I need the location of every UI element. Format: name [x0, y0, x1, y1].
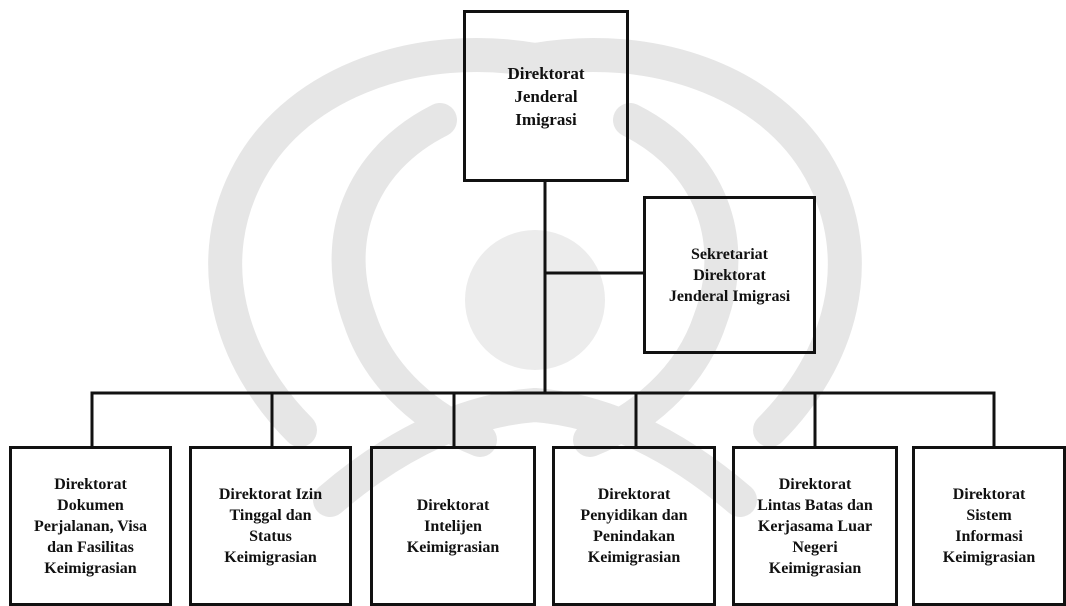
- node-line: Direktorat: [416, 496, 490, 514]
- node-line: Status: [249, 528, 292, 545]
- node-izin-tinggal: Direktorat Izin Tinggal dan Status Keimi…: [189, 446, 352, 606]
- node-line: Direktorat: [507, 63, 585, 83]
- node-line: Dokumen: [57, 496, 124, 514]
- node-line: Keimigrasian: [768, 559, 862, 577]
- node-line: Keimigrasian: [942, 549, 1036, 566]
- node-dokumen-perjalanan: Direktorat Dokumen Perjalanan, Visa dan …: [9, 446, 172, 606]
- node-line: Direktorat: [693, 266, 766, 284]
- node-sekretariat: Sekretariat Direktorat Jenderal Imigrasi: [643, 196, 816, 354]
- node-line: Penyidikan dan: [580, 507, 688, 524]
- node-line: Keimigrasian: [44, 559, 137, 577]
- node-line: Jenderal Imigrasi: [668, 287, 791, 305]
- node-penyidikan: Direktorat Penyidikan dan Penindakan Kei…: [552, 446, 716, 606]
- node-line: Penindakan: [593, 528, 675, 545]
- node-line: Direktorat: [778, 475, 852, 493]
- node-line: Direktorat Izin: [218, 486, 323, 503]
- node-line: Imigrasi: [515, 109, 577, 129]
- node-direktorat-jenderal-imigrasi: Direktorat Jenderal Imigrasi: [463, 10, 629, 182]
- node-line: Tinggal dan: [229, 507, 312, 524]
- node-line: Sistem: [966, 507, 1012, 524]
- node-line: Kerjasama Luar: [757, 517, 873, 535]
- node-line: dan Fasilitas: [47, 538, 134, 556]
- node-intelijen: Direktorat Intelijen Keimigrasian: [370, 446, 536, 606]
- node-line: Perjalanan, Visa: [34, 517, 147, 535]
- node-line: Direktorat: [54, 475, 127, 493]
- node-line: Lintas Batas dan: [757, 496, 873, 514]
- node-line: Sekretariat: [690, 245, 768, 263]
- node-line: Negeri: [792, 538, 838, 556]
- node-line: Intelijen: [424, 517, 482, 535]
- node-line: Direktorat: [952, 486, 1026, 503]
- node-line: Informasi: [955, 528, 1023, 545]
- node-sistem-informasi: Direktorat Sistem Informasi Keimigrasian: [912, 446, 1066, 606]
- node-line: Direktorat: [597, 486, 671, 503]
- node-line: Keimigrasian: [224, 549, 317, 566]
- node-line: Keimigrasian: [587, 549, 681, 566]
- node-line: Jenderal: [514, 86, 578, 106]
- node-line: Keimigrasian: [406, 538, 500, 556]
- node-lintas-batas: Direktorat Lintas Batas dan Kerjasama Lu…: [732, 446, 898, 606]
